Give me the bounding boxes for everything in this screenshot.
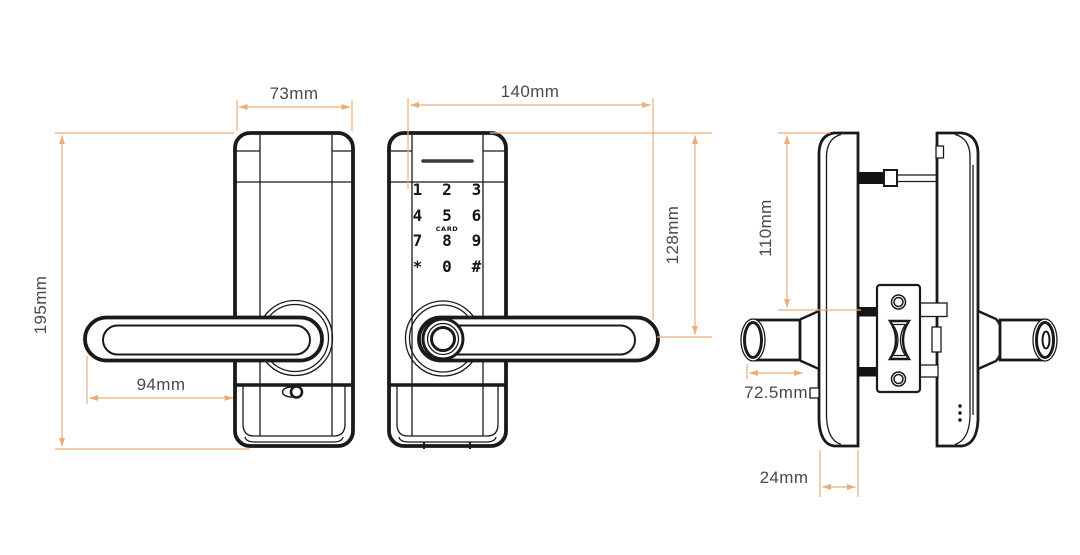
fingerprint-knob-outer [421,317,465,361]
strike-latch-cutout-inner [891,323,907,357]
side-exterior-handle-cap-core [1041,330,1051,350]
side-view [740,131,1058,448]
card-reader-label: CARD [436,225,459,233]
fingerprint-knob-inner [430,326,456,352]
keypad-key-9[interactable]: 9 [472,231,482,250]
keypad-key-4[interactable]: 4 [413,206,423,225]
side-interior-body-tab [809,387,820,399]
back-handle-detail [102,324,311,356]
speaker-dot-2 [958,411,962,415]
side-interior-body [817,131,860,448]
dim-side-handle-length-label: 72.5mm [744,383,808,402]
strike-latch-cutout [887,319,912,361]
front-view: 1 2 3 4 5 6 CARD 7 8 9 * 0 # [387,131,660,449]
top-bolt-black [858,172,884,184]
fingerprint-knob-mid [426,322,460,356]
dim-front-handle-axis-label: 128mm [663,206,682,265]
keypad-key-0[interactable]: 0 [442,257,452,276]
side-interior-body-contour [825,133,842,446]
keypad-key-6[interactable]: 6 [472,206,482,225]
dim-back-handle-length: 94mm [86,356,234,404]
keypad-key-7[interactable]: 7 [413,231,423,250]
privacy-switch-knob [289,385,304,399]
side-exterior-body-contour [954,133,971,446]
dim-back-width: 73mm [236,84,353,131]
keypad-key-8[interactable]: 8 [442,231,452,250]
latch-step-upper [919,302,948,318]
dim-back-width-label: 73mm [270,84,319,103]
dim-front-width: 140mm [407,82,654,320]
latch-step-lower [919,364,939,378]
front-handle [417,315,660,363]
side-exterior-slot [931,326,942,353]
spindle-lower [858,367,877,377]
speaker-dot-3 [958,418,962,422]
front-cover-inset [396,386,499,437]
strike-screw-hole-bottom [890,371,907,387]
keypad-key-3[interactable]: 3 [472,180,482,199]
side-exterior-body [935,131,980,448]
dimensions: 73mm 195mm 94mm 140mm 128mm [31,82,861,497]
spindle-upper [858,307,877,317]
keypad-key-2[interactable]: 2 [442,180,452,199]
keypad: 1 2 3 4 5 6 CARD 7 8 9 * 0 # [413,180,482,276]
top-bolt-nut [883,169,898,187]
side-exterior-notch [935,145,945,159]
back-view [83,131,355,448]
strike-screw-hole-bottom-inner [893,373,904,385]
dim-back-height-label: 195mm [31,276,50,335]
dim-side-body-thickness-label: 24mm [760,468,809,487]
dim-back-height: 195mm [31,132,250,450]
keypad-key-1[interactable]: 1 [413,180,423,199]
back-cover-inset [242,386,346,437]
dim-side-handle-length: 72.5mm [744,364,808,402]
strike-screw-hole-top [890,294,907,310]
keypad-key-hash[interactable]: # [472,257,482,276]
side-interior-handle-cap-ring [743,321,763,359]
dim-side-top-to-spindle-label: 110mm [756,199,775,256]
dim-front-handle-axis: 128mm [490,132,712,338]
strike-screw-hole-top-inner [893,296,904,308]
keypad-key-star[interactable]: * [413,257,423,276]
dim-side-body-thickness: 24mm [760,450,859,497]
back-handle [83,315,324,363]
dim-side-top-to-spindle: 110mm [756,132,861,311]
speaker-dot-1 [958,404,962,408]
back-body [233,131,355,448]
side-exterior-handle-cap-ring [1035,321,1055,359]
side-exterior-handle-neck [976,309,1003,371]
back-cover-bottom-edge [244,436,344,443]
front-cover-bottom-edge [398,436,497,443]
dim-back-handle-length-label: 94mm [137,375,186,394]
dim-front-width-label: 140mm [501,82,560,101]
keypad-key-5[interactable]: 5 [442,206,452,225]
front-body [387,131,508,448]
